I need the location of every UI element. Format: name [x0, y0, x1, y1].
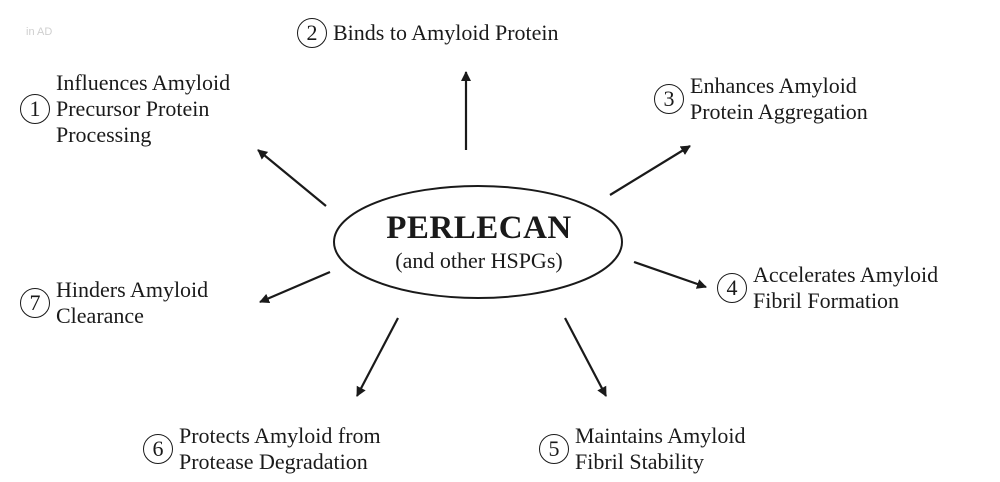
effect-1-number-badge: 1	[20, 94, 50, 124]
arrow-to-effect-7	[259, 270, 331, 304]
effect-4-number-badge: 4	[717, 273, 747, 303]
effect-6: 6 Protects Amyloid from Protease Degrada…	[143, 423, 381, 475]
effect-1-label: Influences Amyloid Precursor Protein Pro…	[56, 70, 231, 147]
effect-6-label: Protects Amyloid from Protease Degradati…	[179, 423, 381, 474]
center-node: PERLECAN (and other HSPGs)	[334, 186, 624, 298]
center-title: PERLECAN	[386, 210, 572, 246]
effect-5-number-badge: 5	[539, 434, 569, 464]
effect-4: 4 Accelerates Amyloid Fibril Formation	[717, 262, 938, 314]
faint-background-text: in AD	[26, 26, 53, 38]
effect-5: 5 Maintains Amyloid Fibril Stability	[539, 423, 746, 475]
center-subtitle: (and other HSPGs)	[395, 248, 563, 273]
arrow-to-effect-5	[564, 317, 607, 397]
arrow-to-effect-1	[257, 149, 327, 207]
effect-3: 3 Enhances Amyloid Protein Aggregation	[654, 73, 868, 125]
effect-3-number-badge: 3	[654, 84, 684, 114]
effect-5-label: Maintains Amyloid Fibril Stability	[575, 423, 746, 474]
arrow-to-effect-6	[356, 317, 399, 397]
effect-7-number-badge: 7	[20, 288, 50, 318]
effect-3-label: Enhances Amyloid Protein Aggregation	[690, 73, 868, 124]
effect-2-label: Binds to Amyloid Protein	[333, 20, 559, 45]
effect-7: 7 Hinders Amyloid Clearance	[20, 277, 208, 329]
arrow-to-effect-4	[633, 260, 707, 289]
effect-2-number-badge: 2	[297, 18, 327, 48]
effect-2: 2 Binds to Amyloid Protein	[297, 18, 559, 48]
arrow-to-effect-3	[609, 145, 691, 196]
center-ellipse	[333, 185, 623, 299]
effect-4-label: Accelerates Amyloid Fibril Formation	[753, 262, 939, 313]
effect-1: 1 Influences Amyloid Precursor Protein P…	[20, 70, 230, 148]
effect-6-number-badge: 6	[143, 434, 173, 464]
effect-7-label: Hinders Amyloid Clearance	[56, 277, 209, 328]
